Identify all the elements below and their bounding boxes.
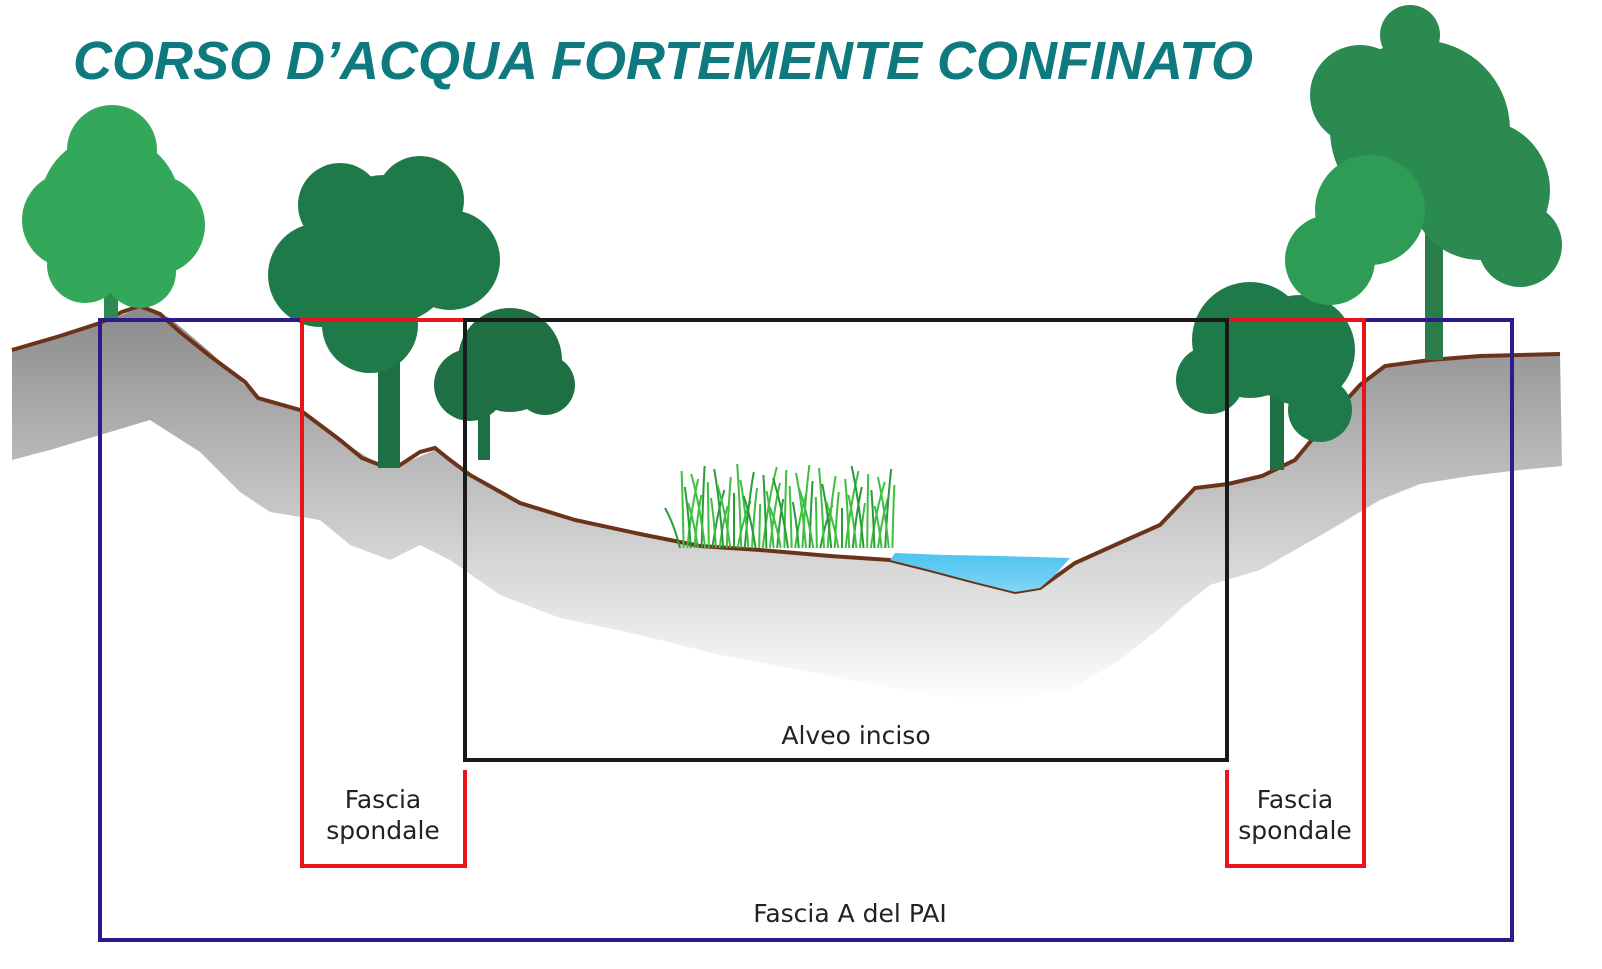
tree-icon: [22, 105, 205, 318]
fascia-a-pai-text: Fascia A del PAI: [753, 899, 947, 928]
river-water: [890, 553, 1070, 592]
tree-icon: [1285, 5, 1562, 360]
tree-icon: [1176, 282, 1355, 470]
tree-icon: [434, 308, 575, 460]
fascia-spondale-right-line1: Fascia: [1256, 785, 1334, 814]
tree-icon: [268, 156, 500, 468]
fascia-spondale-right-box: [1225, 318, 1366, 868]
alveo-inciso-box: [463, 318, 1229, 762]
fascia-spondale-right-line2: spondale: [1238, 816, 1352, 845]
alveo-inciso-label: Alveo inciso: [746, 720, 966, 751]
fascia-spondale-left-label: Fascia spondale: [306, 784, 460, 846]
fascia-spondale-left-line2: spondale: [326, 816, 440, 845]
page-title: CORSO D’ACQUA FORTEMENTE CONFINATO: [73, 31, 1254, 91]
fascia-spondale-right-label: Fascia spondale: [1220, 784, 1370, 846]
ground-section: [12, 308, 1562, 702]
soil-surface-line: [11, 303, 1561, 595]
fascia-spondale-left-box: [300, 318, 467, 868]
alveo-inciso-text: Alveo inciso: [781, 721, 931, 750]
fascia-spondale-left-line1: Fascia: [344, 785, 422, 814]
fascia-a-pai-label: Fascia A del PAI: [680, 898, 1020, 929]
grass-icon: [664, 463, 896, 549]
